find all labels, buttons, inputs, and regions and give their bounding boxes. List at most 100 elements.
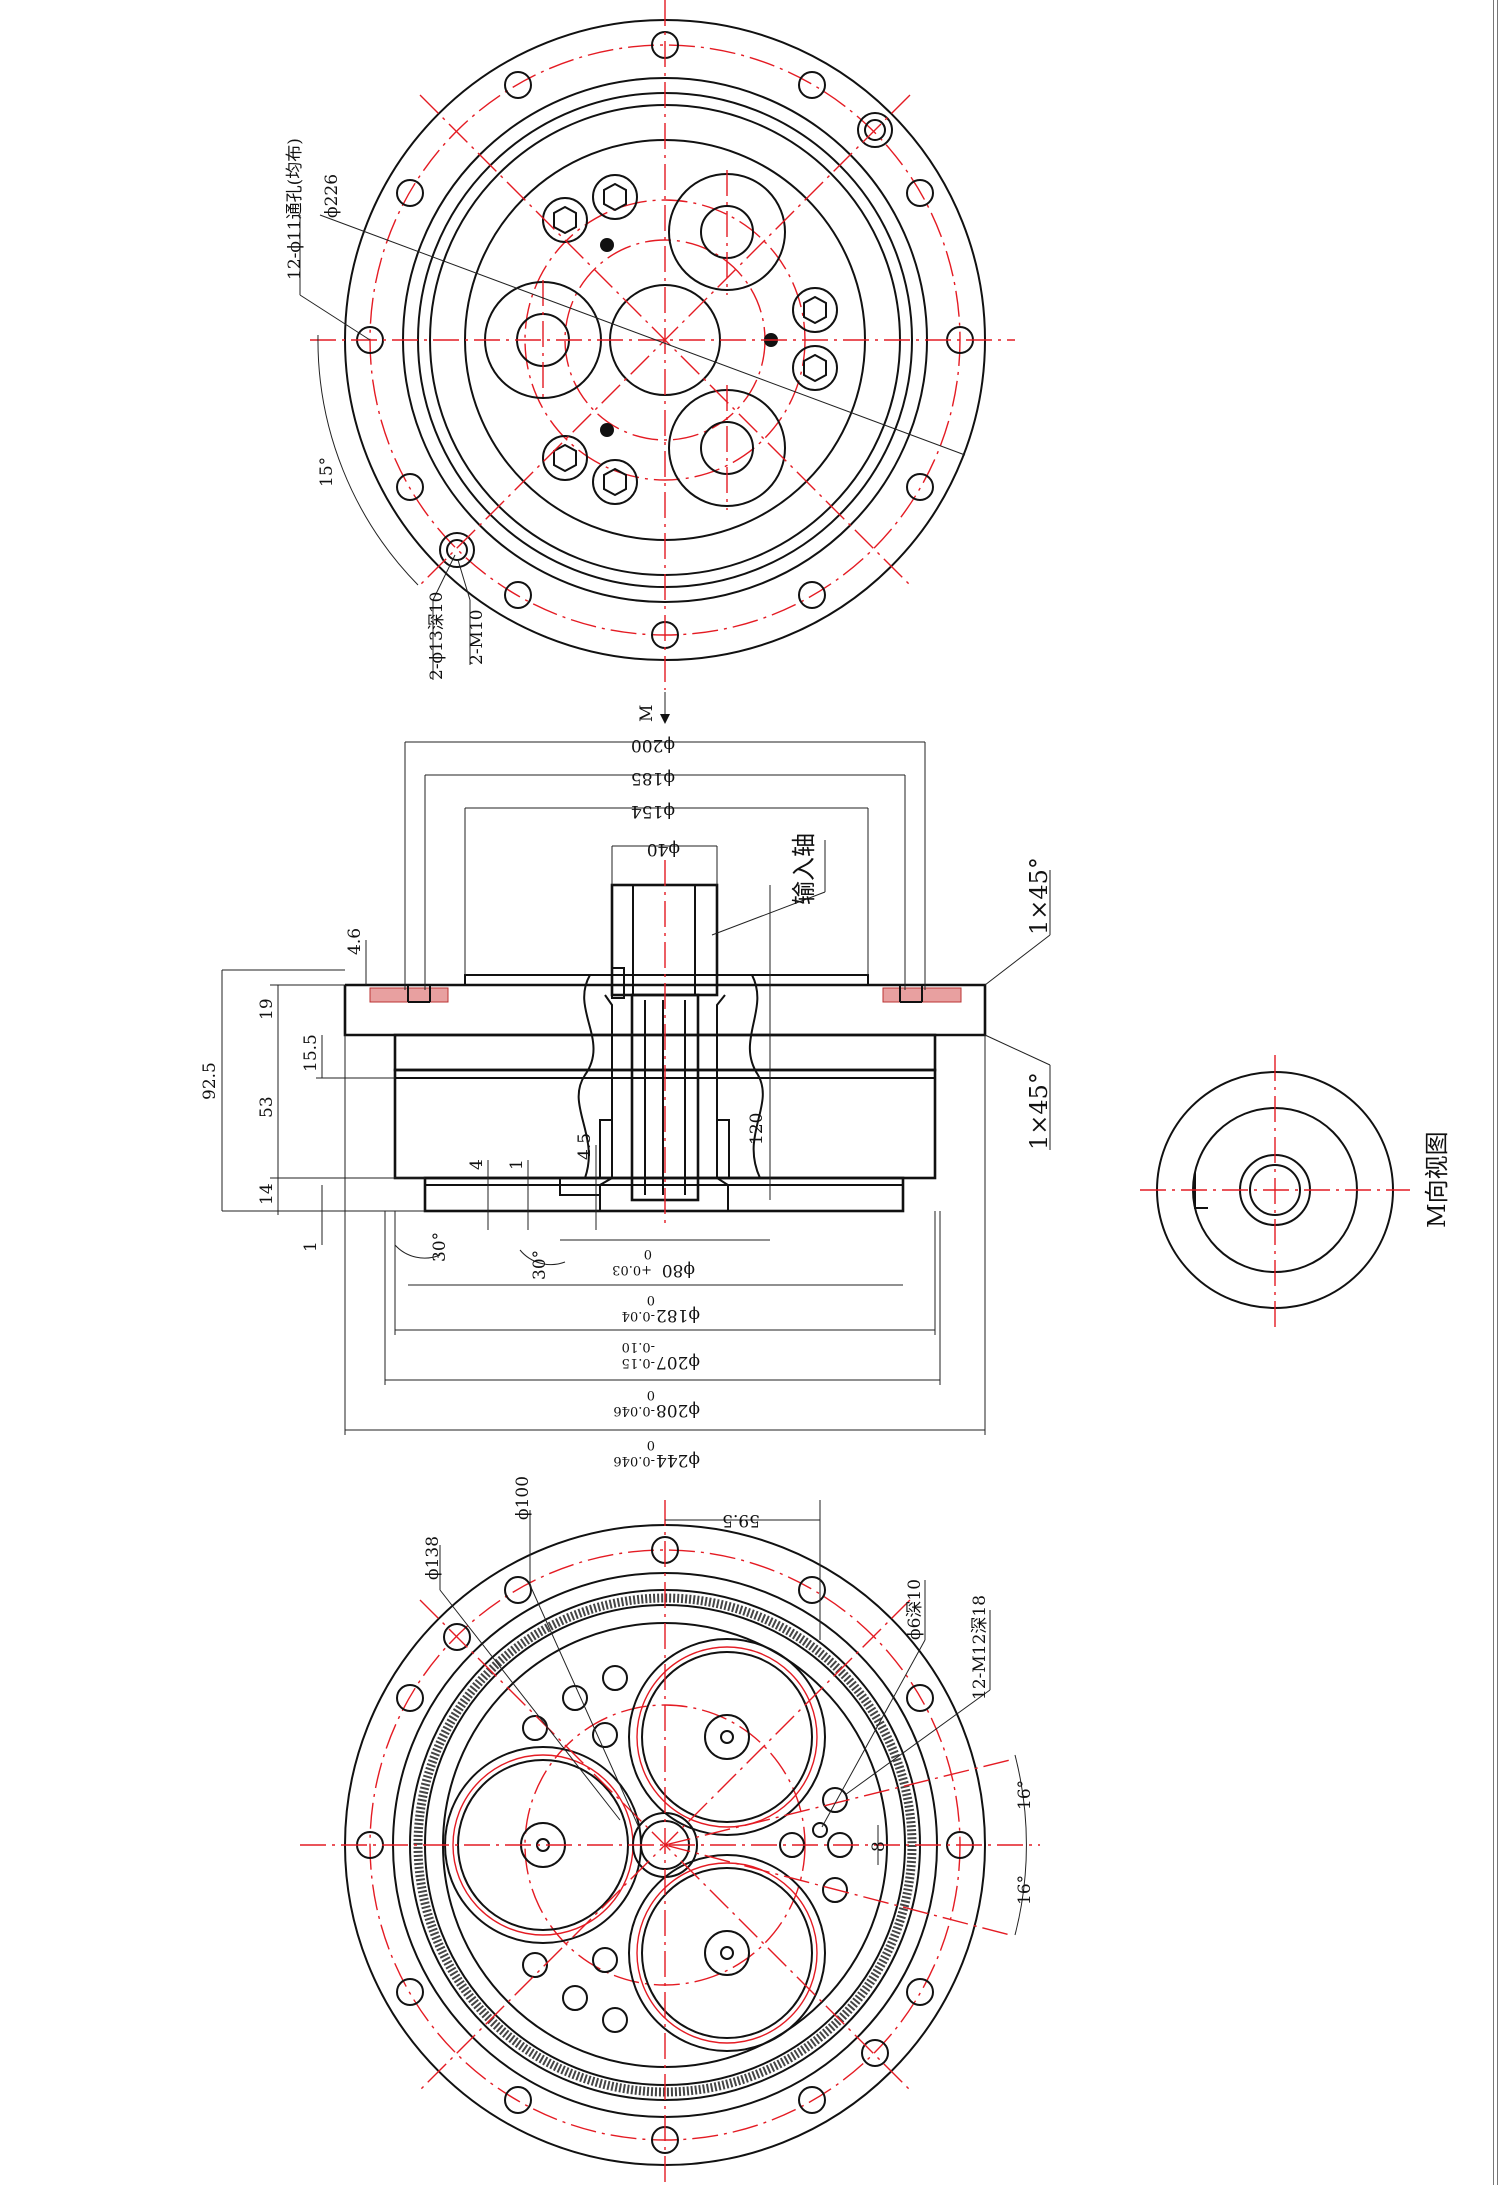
angle-30b-label: 30° <box>530 1250 550 1280</box>
pin-note: ϕ6深10 <box>905 1579 925 1640</box>
small-hole <box>522 1715 548 1741</box>
planet-gear-bottom <box>628 1854 826 2052</box>
angle-ray-2 <box>664 1844 1011 1936</box>
small-hole <box>562 1985 588 2011</box>
dim-208-tol-lo: -0.046 <box>613 1403 655 1418</box>
holes-note: 12-ϕ11通孔(均布) <box>285 138 305 280</box>
m10-leader <box>457 559 471 601</box>
planet-gear-bottom-hub <box>704 1930 750 1976</box>
section-view: ϕ200 ϕ185 ϕ154 ϕ40 输入轴 120 1×45° 1×45° 9… <box>200 735 1053 1470</box>
bolt-hole <box>396 473 424 501</box>
bolt-hole <box>798 71 826 99</box>
sheet-edge-line <box>1493 0 1494 2185</box>
dim-182-tol-up: 0 <box>647 1292 655 1307</box>
planet-gear-top-hub <box>704 1714 750 1760</box>
chamfer-leader-bottom <box>984 1034 1051 1066</box>
break-line-left <box>577 974 595 1179</box>
planet-gear-top <box>628 1638 826 1836</box>
step-left <box>559 1178 601 1210</box>
screw-head <box>542 435 588 481</box>
tapped-hole <box>857 112 893 148</box>
bolt-hole <box>396 179 424 207</box>
m-view-keyway <box>1194 1172 1208 1209</box>
bolt-hole <box>906 179 934 207</box>
small-hole <box>602 2007 628 2033</box>
tapped-hole <box>443 1623 471 1651</box>
dim-8-label: 8 <box>869 1841 889 1852</box>
tapped-leader <box>432 554 456 601</box>
dim-40-label: ϕ40 <box>647 839 680 859</box>
bolt-hole <box>798 581 826 609</box>
dim-14-label: 14 <box>257 1183 277 1205</box>
dim-244-tol-up: 0 <box>647 1437 655 1452</box>
bolt-hole <box>396 1978 424 2006</box>
pcd-226-label: ϕ226 <box>322 174 342 218</box>
small-hole <box>522 1952 548 1978</box>
planet-gear-bottom-pin <box>720 1946 734 1960</box>
dim-120-label: 120 <box>747 1113 767 1145</box>
dim-138-leader <box>439 1589 621 1821</box>
holes-leader <box>299 294 371 341</box>
tapped-note-1: 2-ϕ13深10 <box>427 592 447 680</box>
dim-19-label: 19 <box>257 998 277 1020</box>
bolt-hole <box>504 2086 532 2114</box>
dim-138-label: ϕ138 <box>423 1536 443 1580</box>
dim-1b-label: 1 <box>507 1159 527 1170</box>
dim-80-tol-lo: +0.03 <box>612 1262 652 1277</box>
bolt-hole <box>906 473 934 501</box>
angle-ray-1 <box>664 1759 1011 1846</box>
bearing-right <box>716 1119 730 1179</box>
break-line-right <box>748 974 764 1179</box>
dim-1-label: 1 <box>301 1241 321 1252</box>
hex-screws <box>542 174 838 505</box>
hex-socket <box>553 443 577 473</box>
dim-244-tol-lo: -0.046 <box>613 1453 655 1468</box>
dim-4-5-label: 4.5 <box>575 1133 595 1160</box>
bolt-hole <box>798 1576 826 1604</box>
dim-182-tol-lo: -0.04 <box>622 1308 655 1323</box>
sheet-edge-line-2 <box>1497 0 1498 2185</box>
screw-head <box>542 197 588 243</box>
dim-182-label: ϕ182 <box>656 1305 700 1325</box>
small-hole <box>592 1722 618 1748</box>
tapped-note: 12-M12深18 <box>970 1595 990 1700</box>
small-hole <box>822 1877 848 1903</box>
bolt-hole <box>504 71 532 99</box>
bolt-hole <box>504 581 532 609</box>
input-shaft-leader <box>711 891 826 936</box>
small-hole <box>822 1787 848 1813</box>
pcd-226-leader <box>319 214 966 456</box>
dim-53-label: 53 <box>257 1096 277 1118</box>
dim-100-label: ϕ100 <box>513 1476 533 1520</box>
dim-4-6-label: 4.6 <box>345 928 365 955</box>
dowel-mark <box>600 238 614 252</box>
tapped-note-2: 2-M10 <box>467 609 487 665</box>
planet-gear-top-pitch <box>636 1646 818 1828</box>
dim-207-tol-up: -0.10 <box>622 1339 655 1354</box>
small-pin-hole <box>812 1822 828 1838</box>
tapped-leader <box>844 1689 991 1796</box>
dim-15-5-label: 15.5 <box>301 1034 321 1072</box>
m-view: M向视图 <box>1140 1055 1451 1330</box>
dim-4-label: 4 <box>467 1159 487 1170</box>
dim-92-5-label: 92.5 <box>200 1062 220 1100</box>
dim-200-label: ϕ200 <box>631 735 675 755</box>
planet-gear-bottom-pitch <box>636 1862 818 2044</box>
input-shaft-label: 输入轴 <box>790 833 818 905</box>
angle-15-label: 15° <box>317 457 337 487</box>
angle-16a-label: 16° <box>1015 1780 1035 1810</box>
tapped-hole <box>439 532 475 568</box>
view-arrow-label: M <box>637 705 657 722</box>
bolt-hole <box>906 1684 934 1712</box>
angle-30b-arc <box>519 1249 566 1266</box>
hex-socket <box>603 467 627 497</box>
hex-socket <box>603 182 627 212</box>
bolt-hole <box>504 1576 532 1604</box>
planet-gear-top-pin <box>720 1730 734 1744</box>
dim-80-tol-up: 0 <box>644 1246 652 1261</box>
angle-30a-arc <box>394 1244 441 1259</box>
angle-15-arc <box>317 334 419 586</box>
bearing-left <box>599 1119 613 1179</box>
screw-head <box>792 287 838 333</box>
